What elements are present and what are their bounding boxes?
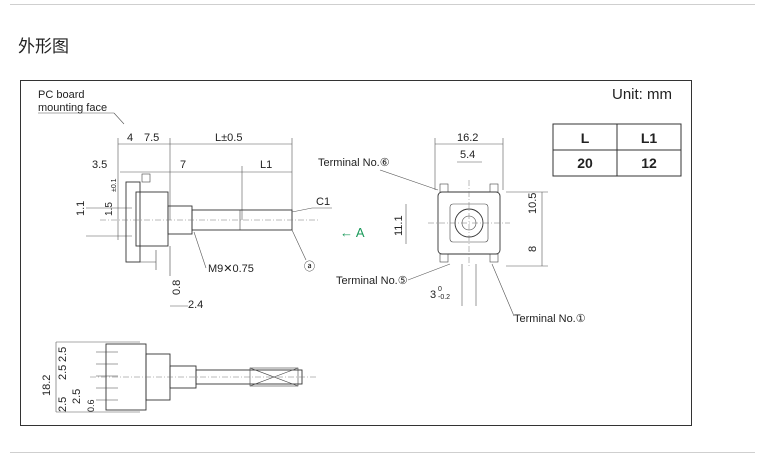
table-header-l1: L1: [641, 130, 658, 146]
terminal-6-label: Terminal No.⑥: [318, 157, 390, 169]
dim-l1: L1: [260, 159, 272, 171]
terminal-5-label: Terminal No.⑤: [336, 275, 408, 287]
dim-l: L±0.5: [215, 132, 242, 144]
dim-3-tol-low: -0.2: [438, 294, 450, 301]
side-view: PC board mounting face 4 7.5 L±0.5 3.5 7…: [38, 89, 365, 311]
figure-frame: [20, 80, 692, 426]
dim-3-tol-up: 0: [438, 286, 442, 293]
dim-0-8: 0.8: [171, 280, 183, 295]
page-heading: 外形图: [18, 37, 69, 57]
dim-3: 3: [430, 289, 436, 301]
dim-1-5-tol: ±0.1: [111, 178, 118, 192]
dim-1-5: 1.5: [104, 202, 115, 216]
table-cell-l: 20: [577, 155, 593, 171]
table-cell-l1: 12: [641, 155, 657, 171]
dim-2-5-b: 2.5: [57, 365, 69, 380]
bottom-divider: [10, 452, 755, 453]
dim-16-2: 16.2: [457, 132, 478, 144]
dim-2-4: 2.4: [188, 299, 203, 311]
dim-7-5: 7.5: [144, 132, 159, 144]
unit-label: Unit: mm: [612, 86, 672, 103]
front-view: Terminal No.⑥ 16.2 5.4 11.1 10.5 8 Termi…: [318, 132, 586, 325]
circle-a-marker: ⓐ: [304, 260, 315, 273]
dim-7: 7: [180, 159, 186, 171]
pc-board-label-line2: mounting face: [38, 102, 107, 114]
bottom-view: 18.2 2.5 2.5 2.5 2.5 0.6: [41, 341, 316, 413]
view-a-arrow: ← A: [340, 225, 365, 240]
pc-board-label-line1: PC board: [38, 89, 84, 101]
dim-3-5: 3.5: [92, 159, 107, 171]
dim-11-1: 11.1: [393, 215, 405, 236]
top-divider: [10, 4, 755, 5]
thread-label: M9✕0.75: [208, 263, 254, 275]
outline-drawing: Unit: mm L L1 20 12 PC board mounting fa…: [38, 86, 682, 413]
dim-2-5-a: 2.5: [57, 347, 69, 362]
chamfer-label: C1: [316, 196, 330, 208]
dim-2-5-c: 2.5: [57, 397, 69, 412]
dim-10-5: 10.5: [527, 193, 539, 214]
dim-0-6: 0.6: [86, 399, 96, 412]
dim-1-1: 1.1: [75, 201, 87, 216]
dim-8: 8: [527, 246, 539, 252]
dim-4: 4: [127, 132, 133, 144]
table-header-l: L: [581, 130, 590, 146]
dim-5-4: 5.4: [460, 149, 475, 161]
dim-2-5-d: 2.5: [71, 389, 83, 404]
dim-18-2: 18.2: [41, 375, 53, 396]
terminal-1-label: Terminal No.①: [514, 313, 586, 325]
size-table: L L1 20 12: [552, 123, 682, 177]
